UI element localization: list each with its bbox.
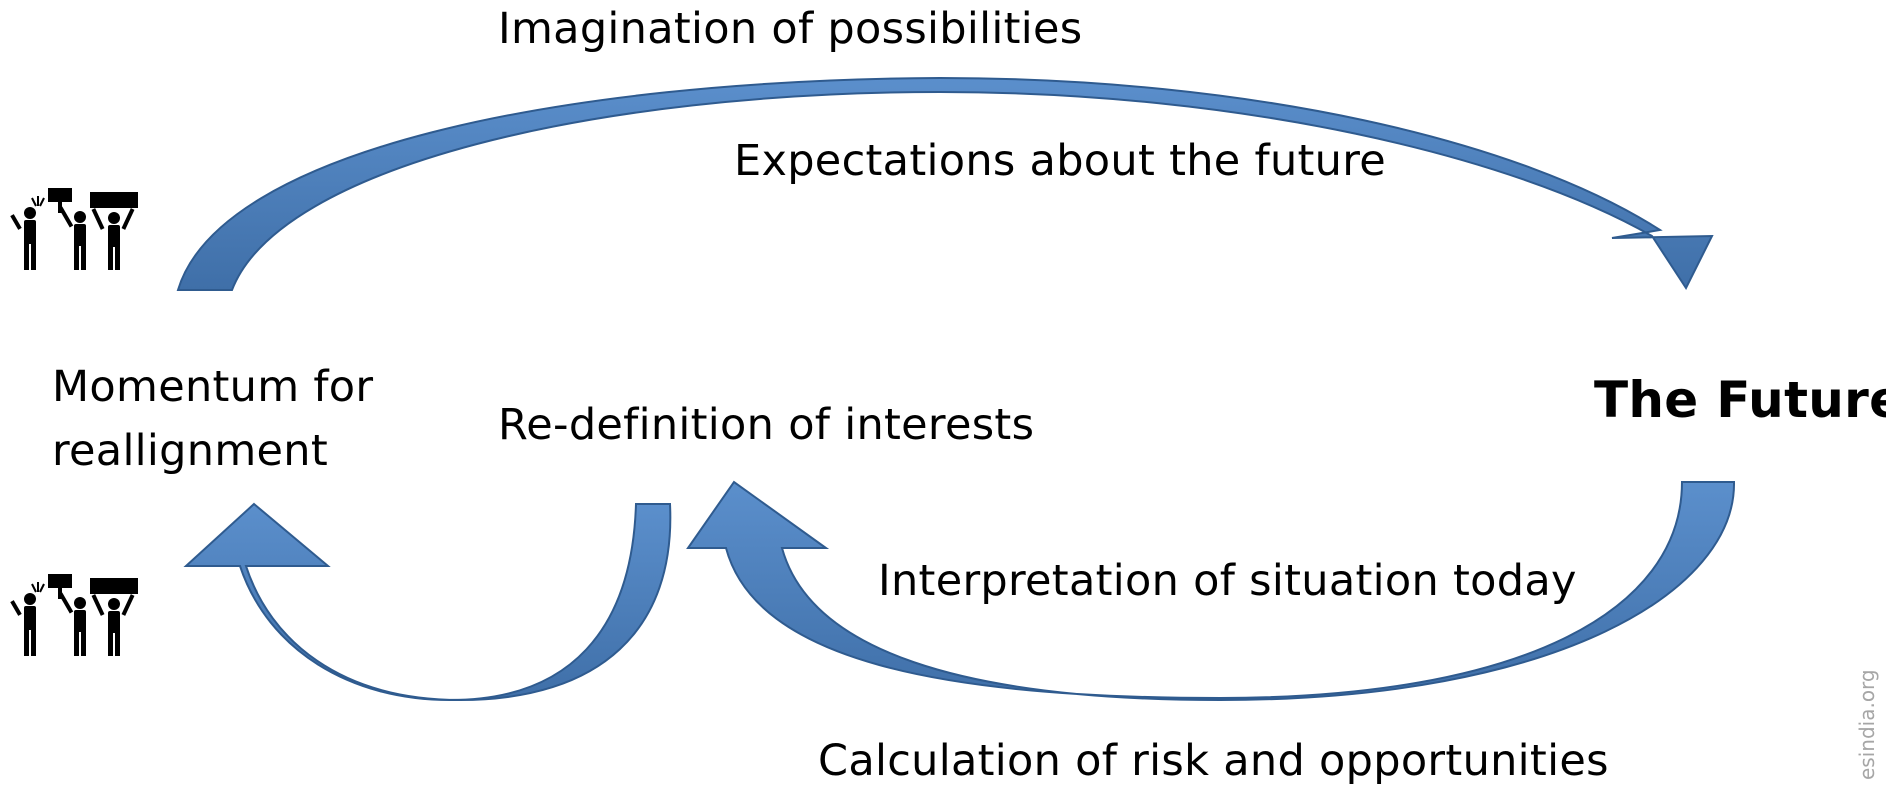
- label-expectations: Expectations about the future: [734, 136, 1387, 186]
- label-momentum-line1: Momentum for: [52, 362, 374, 412]
- label-imagination: Imagination of possibilities: [498, 4, 1083, 54]
- protest-group-icon: [10, 574, 138, 656]
- arrow-bottom-short-arc: [183, 502, 672, 702]
- protest-group-icon: [10, 188, 138, 270]
- arrow-top-arc: [176, 76, 1714, 291]
- arrow-bottom-long-arc: [686, 480, 1736, 702]
- label-redefinition: Re-definition of interests: [498, 400, 1035, 450]
- label-momentum-line2: reallignment: [52, 426, 328, 476]
- label-interpretation: Interpretation of situation today: [878, 556, 1577, 606]
- label-calculation: Calculation of risk and opportunities: [818, 736, 1609, 786]
- watermark: esindia.org: [1855, 669, 1879, 780]
- label-the-future: The Future: [1594, 371, 1886, 429]
